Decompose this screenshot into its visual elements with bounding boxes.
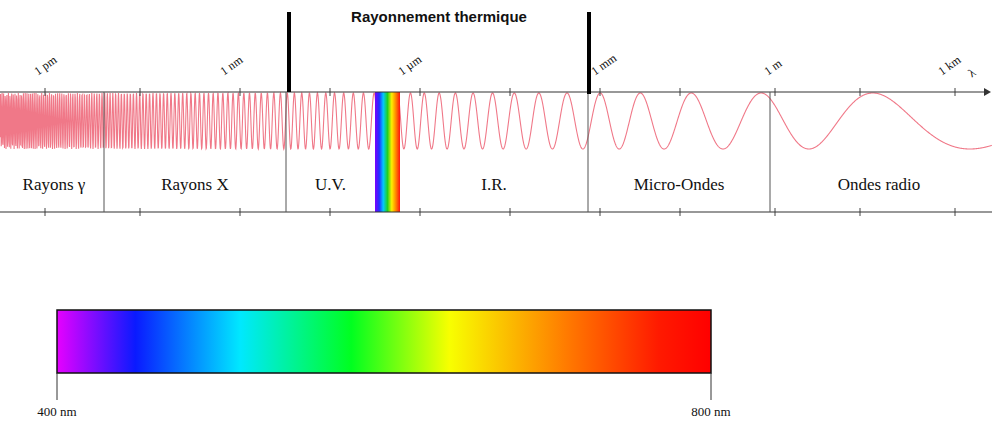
band-label: U.V.	[315, 175, 346, 195]
wavelength-label: 400 nm	[37, 404, 76, 420]
scale-label: 1 nm	[217, 53, 246, 79]
spectrum-band: I.R.	[400, 163, 588, 207]
band-baseline	[0, 211, 992, 212]
scale-label: 1 km	[935, 53, 964, 79]
wavelength-label: 800 nm	[691, 404, 730, 420]
spectrum-band: Ondes radio	[768, 163, 990, 207]
wave-line	[0, 93, 992, 149]
axis-ticks	[45, 88, 955, 216]
spectrum-band: Rayons γ	[2, 163, 106, 207]
visible-band	[375, 92, 400, 212]
spectrum-band: Rayons X	[104, 163, 286, 207]
spectrum-band: U.V.	[286, 163, 375, 207]
band-label: Micro-Ondes	[634, 175, 725, 195]
wave	[0, 93, 992, 149]
visible-spectrum-bar	[57, 310, 711, 373]
axis	[0, 91, 984, 92]
band-label: Rayons γ	[23, 175, 86, 195]
spectrum-band: Micro-Ondes	[588, 163, 770, 207]
scale-label: 1 pm	[31, 53, 60, 79]
band-label: Rayons X	[161, 175, 229, 195]
thermal-label: Rayonnement thermique	[351, 8, 527, 25]
axis-symbol: λ	[965, 65, 978, 81]
bar-ticks	[57, 373, 711, 400]
axis-arrow	[984, 88, 991, 96]
band-separators	[104, 92, 770, 212]
band-label: I.R.	[481, 175, 507, 195]
scale-label: 1 m	[761, 56, 785, 79]
scale-label: 1 mm	[588, 51, 619, 79]
band-label: Ondes radio	[838, 175, 921, 195]
scale-label: 1 µm	[395, 52, 424, 79]
